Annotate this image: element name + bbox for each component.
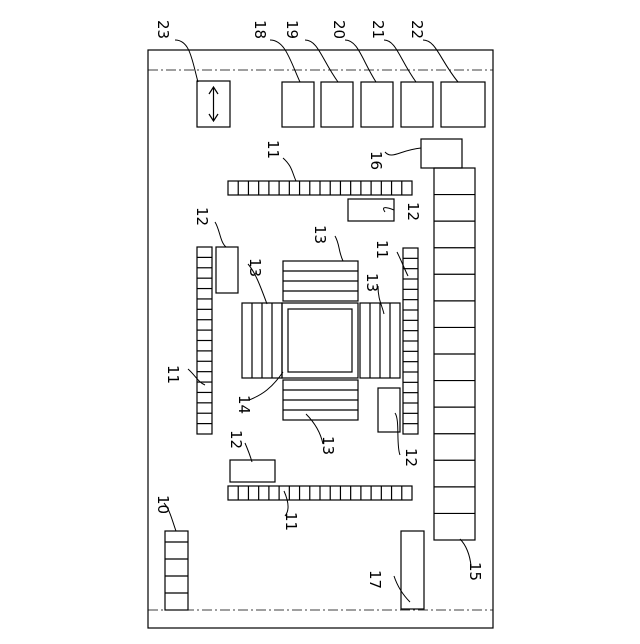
label-13-left: 13 — [246, 258, 264, 277]
label-23: 23 — [154, 20, 172, 39]
label-10: 10 — [154, 495, 172, 514]
label-13-top: 13 — [311, 225, 329, 244]
connector-11-bottom — [228, 486, 412, 500]
processor-14-outer — [282, 303, 358, 378]
label-11-bottom: 11 — [282, 512, 300, 531]
label-11-right: 11 — [373, 240, 391, 259]
leader-lines — [164, 40, 471, 602]
chip-12-top — [348, 199, 394, 221]
label-12-bottom: 12 — [227, 430, 245, 449]
connector-11-right — [403, 248, 418, 434]
label-13-bottom: 13 — [319, 436, 337, 455]
stack-13-left — [242, 303, 282, 378]
board-outline — [148, 50, 493, 628]
stack-13-right — [360, 303, 400, 378]
component-20 — [361, 82, 393, 127]
label-19: 19 — [283, 20, 301, 39]
chip-12-bottom — [230, 460, 275, 482]
label-21: 21 — [369, 20, 387, 39]
label-15: 15 — [466, 562, 484, 581]
label-18: 18 — [251, 20, 269, 39]
label-11-top: 11 — [264, 140, 282, 159]
chip-12-right — [378, 388, 400, 432]
label-12-right: 12 — [402, 448, 420, 467]
label-12-left: 12 — [193, 207, 211, 226]
label-14: 14 — [235, 395, 253, 414]
component-22 — [441, 82, 485, 127]
chip-12-left — [216, 247, 238, 293]
stack-13-bottom — [283, 380, 358, 420]
component-16 — [421, 139, 462, 168]
component-19 — [321, 82, 353, 127]
connector-11-left — [197, 247, 212, 434]
label-12-top: 12 — [404, 202, 422, 221]
label-11-left: 11 — [164, 365, 182, 384]
component-21 — [401, 82, 433, 127]
connector-11-top — [228, 181, 412, 195]
component-18 — [282, 82, 314, 127]
label-17: 17 — [366, 570, 384, 589]
component-17 — [401, 531, 424, 609]
label-22: 22 — [408, 20, 426, 39]
stack-13-top — [283, 261, 358, 301]
component-10 — [165, 531, 188, 610]
label-16: 16 — [367, 151, 385, 170]
label-13-right: 13 — [363, 273, 381, 292]
processor-14-inner — [288, 309, 352, 372]
label-20: 20 — [330, 20, 348, 39]
